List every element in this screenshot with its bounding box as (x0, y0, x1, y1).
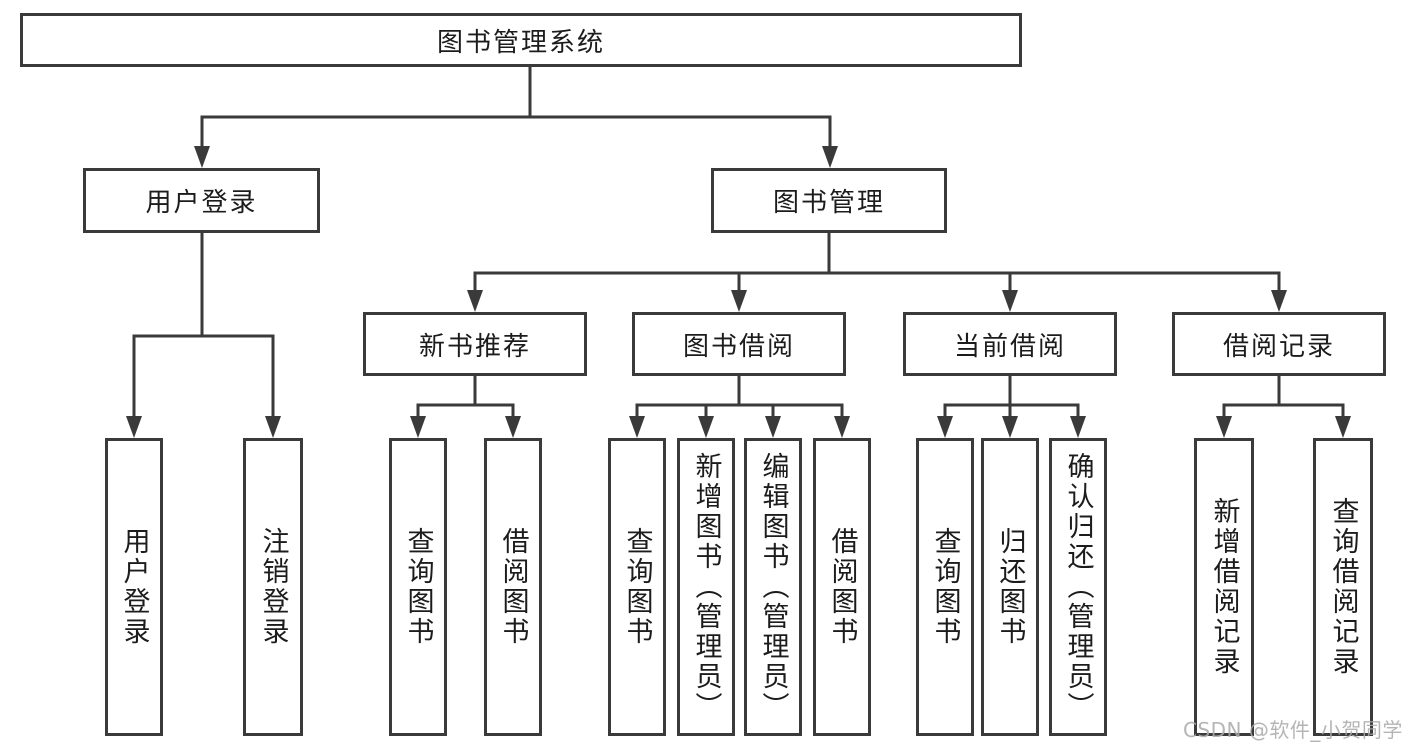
leaf-recommend-borrow-book-label: 借阅图书 (497, 527, 529, 647)
leaf-borrow-borrow-book: 借阅图书 (813, 438, 871, 736)
leaf-borrow-query-book: 查询图书 (608, 438, 666, 736)
leaf-user-login-label: 用户登录 (118, 527, 150, 647)
node-current-borrow-label: 当前借阅 (953, 331, 1066, 362)
node-user-login: 用户登录 (83, 168, 320, 233)
node-book-management: 图书管理 (711, 168, 947, 233)
node-borrow-records-label: 借阅记录 (1222, 331, 1335, 362)
node-root-label: 图书管理系统 (436, 27, 605, 58)
leaf-current-confirm-return-admin-label: 确认归还（管理员） (1062, 452, 1094, 722)
leaf-current-query-book-label: 查询图书 (929, 527, 961, 647)
node-user-login-label: 用户登录 (145, 188, 258, 218)
leaf-borrow-add-book-admin: 新增图书（管理员） (677, 438, 735, 736)
leaf-current-confirm-return-admin: 确认归还（管理员） (1049, 438, 1107, 736)
leaf-logout-login-label: 注销登录 (257, 527, 289, 647)
node-book-borrow: 图书借阅 (632, 312, 846, 376)
leaf-records-query-record-label: 查询借阅记录 (1327, 497, 1359, 677)
leaf-borrow-borrow-book-label: 借阅图书 (826, 527, 858, 647)
leaf-records-query-record: 查询借阅记录 (1313, 438, 1373, 736)
leaf-current-return-book: 归还图书 (981, 438, 1039, 736)
node-current-borrow: 当前借阅 (903, 312, 1117, 376)
leaf-borrow-edit-book-admin-label: 编辑图书（管理员） (757, 452, 789, 722)
leaf-borrow-add-book-admin-label: 新增图书（管理员） (690, 452, 722, 722)
leaf-current-query-book: 查询图书 (916, 438, 974, 736)
leaf-borrow-query-book-label: 查询图书 (621, 527, 653, 647)
node-borrow-records: 借阅记录 (1172, 312, 1386, 376)
leaf-recommend-borrow-book: 借阅图书 (484, 438, 542, 736)
node-new-book-recommend-label: 新书推荐 (418, 331, 531, 362)
leaf-records-add-record-label: 新增借阅记录 (1208, 497, 1240, 677)
watermark: CSDN @软件_小贺同学 (1183, 718, 1403, 742)
leaf-recommend-query-book: 查询图书 (389, 438, 447, 736)
node-new-book-recommend: 新书推荐 (363, 312, 587, 376)
leaf-current-return-book-label: 归还图书 (994, 527, 1026, 647)
node-book-management-label: 图书管理 (772, 188, 885, 218)
leaf-logout-login: 注销登录 (243, 438, 303, 736)
leaf-borrow-edit-book-admin: 编辑图书（管理员） (744, 438, 802, 736)
node-book-borrow-label: 图书借阅 (682, 331, 795, 362)
leaf-recommend-query-book-label: 查询图书 (402, 527, 434, 647)
leaf-records-add-record: 新增借阅记录 (1194, 438, 1254, 736)
leaf-user-login: 用户登录 (105, 438, 163, 736)
node-root: 图书管理系统 (20, 13, 1022, 67)
